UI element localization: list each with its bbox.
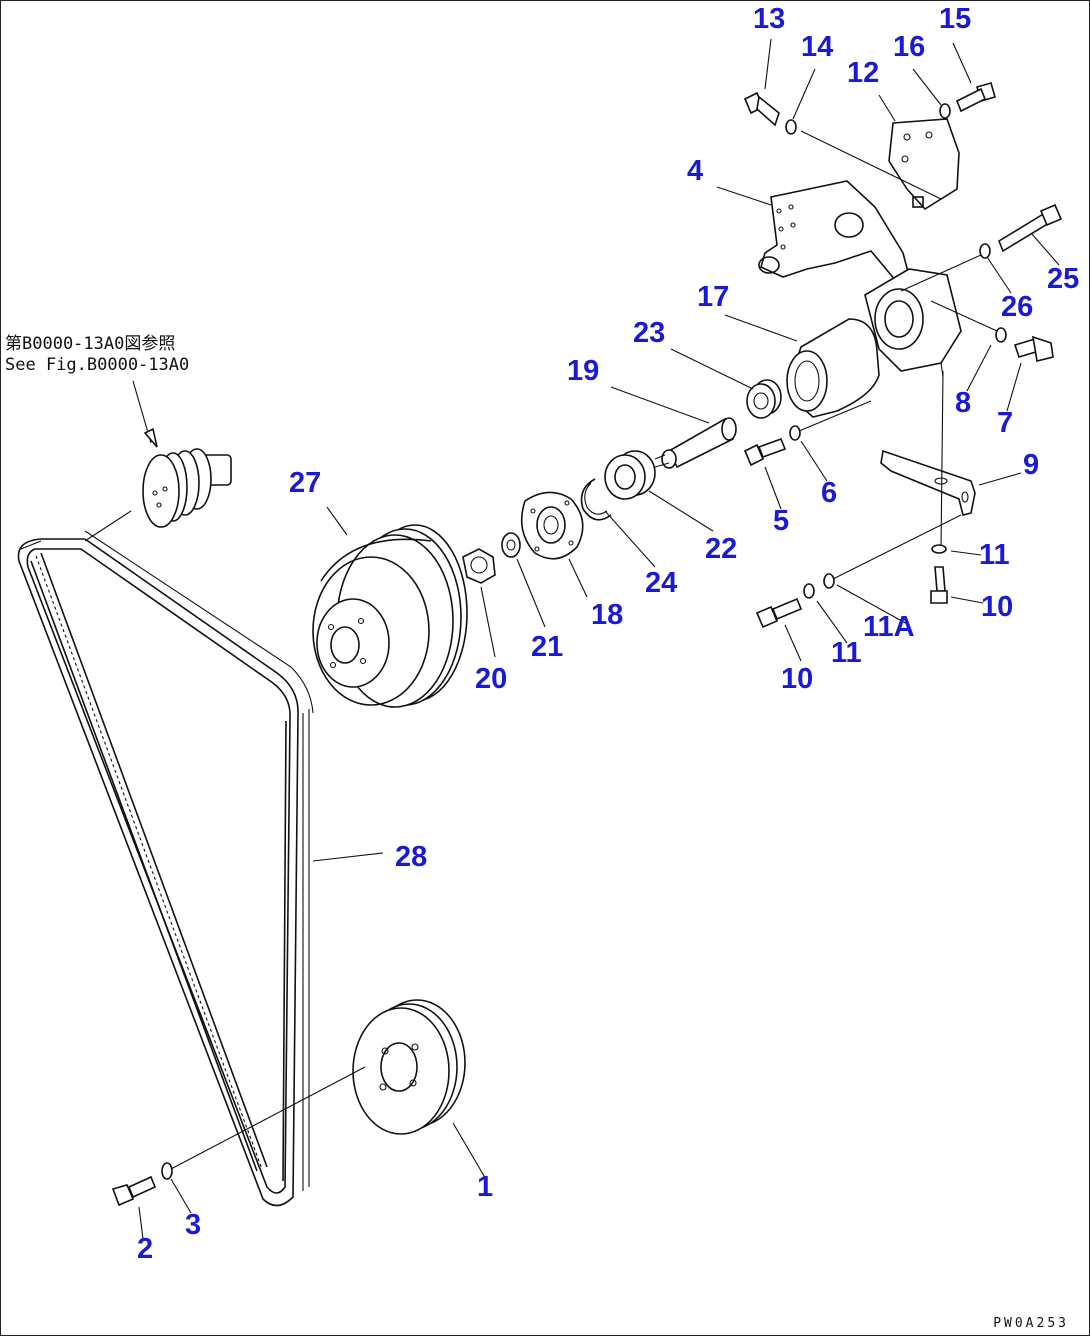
crank-pulley [352,999,466,1135]
stay-bolt-axis-line [832,514,962,580]
bearing-22 [604,450,656,500]
callout-14: 14 [801,31,834,63]
callout-11-vertical-washer: 11 [979,539,1010,571]
block-bolt-7 [1013,335,1054,362]
leader-lines [20,38,1060,1240]
crank-bolt-axis-line [170,1066,366,1170]
bracket-bolt-25 [998,203,1063,253]
housing-bolt-axis-line [798,400,872,432]
hub-flange [520,491,584,560]
bolt-7-axis-line [930,300,998,332]
plate-bolt-axis-line [800,130,942,200]
drawing-code: PW0A253 [993,1316,1069,1331]
callout-11-horizontal-washer: 11 [831,637,862,669]
callout-18: 18 [591,599,624,631]
callout-17: 17 [697,281,730,313]
stay-bolt-vertical [930,566,948,604]
tensioner-mount-block [864,268,962,378]
callout-13: 13 [753,3,786,35]
callout-25: 25 [1047,263,1080,295]
reference-arrow-icon [132,380,158,448]
housing-washer [789,425,801,441]
callout-6: 6 [821,477,838,509]
callout-1: 1 [477,1171,494,1203]
block-washer-8 [995,327,1007,343]
tensioner-bracket [758,180,915,293]
callout-22: 22 [705,533,738,565]
pulley-housing [786,318,880,418]
stay-bolt-horizontal [755,597,803,629]
callout-19: 19 [567,355,600,387]
plate-washer-right [939,103,951,119]
snap-ring [580,478,612,521]
stay-axis-line [940,370,944,550]
callout-12: 12 [847,57,880,89]
callout-4: 4 [687,155,704,187]
callout-16: 16 [893,31,926,63]
callout-27: 27 [289,467,322,499]
callout-26: 26 [1001,291,1034,323]
plate-bolt-right [955,82,996,113]
callout-10-horizontal-bolt: 10 [781,663,814,695]
callout-28: 28 [395,841,428,873]
callout-8: 8 [955,387,972,419]
callout-11A: 11A [863,611,915,643]
callout-9: 9 [1023,449,1040,481]
pulley-nut [462,548,496,584]
plate-washer-left [785,119,797,135]
callout-23: 23 [633,317,666,349]
crank-pulley-washer [161,1162,173,1180]
reference-note-japanese: 第B0000-13A0図参照 [5,334,176,354]
callout-20: 20 [475,663,508,695]
v-belt [17,530,314,1207]
stay-bracket [880,449,976,516]
callout-5: 5 [773,505,790,537]
bearing-23 [746,379,782,419]
crank-pulley-bolt [111,1175,157,1207]
bolt-25-axis-line [900,254,982,292]
callout-10-vertical-bolt: 10 [981,591,1014,623]
reference-note-english: See Fig.B0000-13A0 [5,355,190,375]
housing-bolt [743,437,787,467]
callout-21: 21 [531,631,564,663]
callout-24: 24 [645,567,678,599]
stay-washer-horizontal [803,583,815,599]
adjuster-plate [888,118,960,211]
callout-15: 15 [939,3,972,35]
pulley-washer [501,532,521,558]
reference-pulley-leader [84,510,132,542]
callout-7: 7 [997,407,1014,439]
callout-2: 2 [137,1233,154,1265]
alternator-pulley-reference [142,448,232,528]
bracket-washer-26 [979,243,991,259]
plate-bolt-left [743,91,780,127]
callout-3: 3 [185,1209,202,1241]
pulley-shaft [654,417,737,469]
stay-washer-vertical [931,544,947,554]
fan-pulley [312,524,468,708]
stay-washer-11A [823,573,835,589]
